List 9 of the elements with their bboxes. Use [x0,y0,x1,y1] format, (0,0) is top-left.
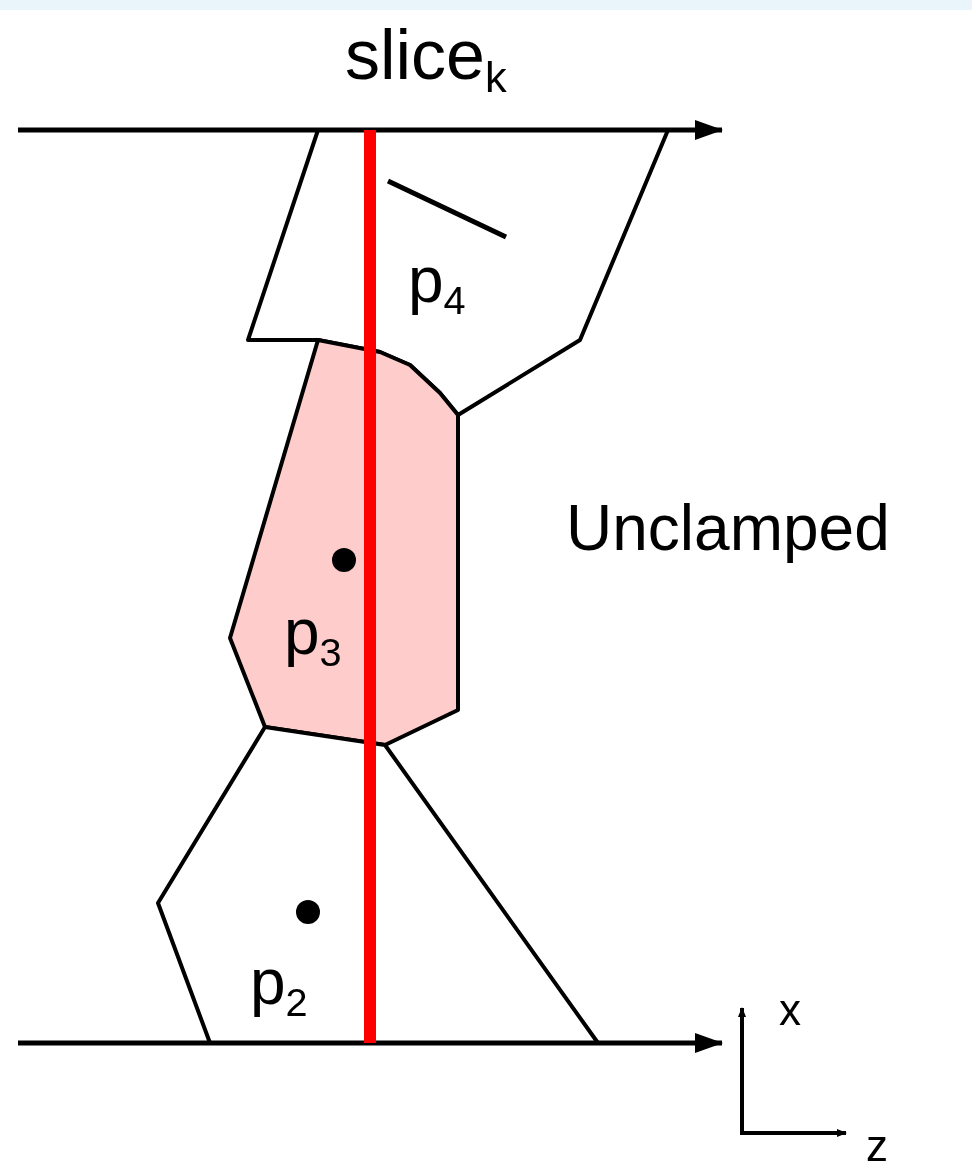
voronoi-cell [158,727,598,1043]
point-label: p$_{4}$ [408,248,466,321]
axis-label: x [779,988,801,1032]
axis-label: z [866,1124,888,1163]
voronoi-cell [230,340,458,745]
slice-label: slice$_{k}$ [345,20,507,100]
point-label: p$_{3}$ [284,600,342,673]
voronoi-cell [248,130,668,415]
point-label: p$_{2}$ [250,950,308,1023]
